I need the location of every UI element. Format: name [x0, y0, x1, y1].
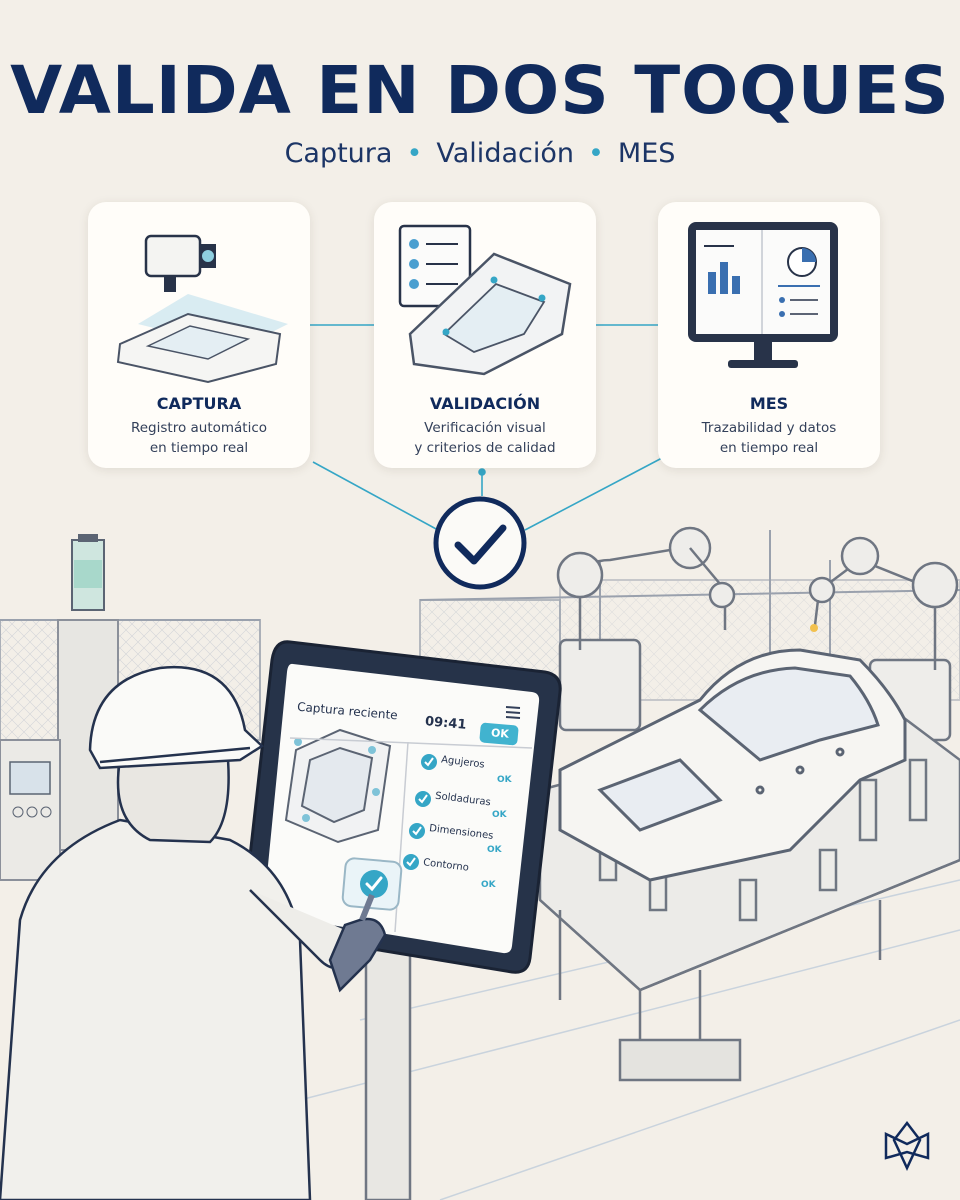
card-captura: CAPTURA Registro automático en tiempo re…: [88, 202, 310, 468]
card-validacion: VALIDACIÓN Verificación visual y criteri…: [374, 202, 596, 468]
card-description: Verificación visual y criterios de calid…: [384, 418, 586, 458]
separator-dot: •: [406, 138, 423, 169]
card-description-line: en tiempo real: [149, 440, 249, 456]
card-mes: MES Trazabilidad y datos en tiempo real: [658, 202, 880, 468]
tablet-part-image: [284, 728, 392, 844]
camera-icon: [116, 234, 288, 384]
tablet-time: 09:41: [424, 714, 467, 733]
check-item-label: Contorno: [422, 857, 470, 874]
card-description: Registro automático en tiempo real: [98, 418, 300, 458]
validated-check-icon: [433, 496, 527, 590]
checklist-icon: [398, 224, 572, 376]
check-item-status: OK: [487, 845, 502, 855]
step-label-validacion: Validación: [436, 138, 574, 169]
control-panel: [0, 739, 61, 881]
weld-spark: [810, 624, 818, 632]
card-description-line: en tiempo real: [719, 440, 819, 456]
card-description-line: Trazabilidad y datos: [701, 420, 837, 436]
card-title: CAPTURA: [156, 394, 242, 413]
card-description-line: y criterios de calidad: [414, 440, 556, 456]
tablet-title: Captura reciente: [296, 699, 399, 723]
check-item-status: OK: [492, 810, 507, 820]
tablet-stand: [364, 948, 412, 1200]
card-description: Trazabilidad y datos en tiempo real: [668, 418, 870, 458]
brand-logo: [884, 1120, 930, 1171]
tablet-confirm-button[interactable]: [341, 857, 403, 911]
card-title: MES: [749, 394, 789, 413]
welding-robot-left: [556, 526, 736, 732]
tablet-device: [242, 640, 562, 974]
check-item-status: OK: [497, 775, 512, 785]
page-title: VALIDA EN DOS TOQUES: [10, 52, 950, 129]
tablet-ok-button[interactable]: [479, 722, 519, 746]
check-item-label: Soldaduras: [434, 790, 492, 809]
check-item-label: Agujeros: [440, 754, 486, 771]
step-label-captura: Captura: [284, 138, 393, 169]
step-label-mes: MES: [617, 138, 676, 169]
car-body-frame: [558, 648, 907, 882]
card-description-line: Verificación visual: [424, 420, 546, 436]
tablet-menu-icon[interactable]: [505, 706, 521, 719]
check-item-label: Dimensiones: [428, 823, 494, 842]
tablet-ok-label[interactable]: OK: [490, 726, 510, 741]
check-item-status: OK: [481, 880, 496, 890]
monitor-icon: [688, 222, 838, 368]
page-subtitle: Captura • Validación • MES: [0, 138, 960, 169]
worker-figure: [0, 665, 387, 1200]
check-item-icons: [403, 754, 437, 870]
separator-dot: •: [587, 138, 604, 169]
card-title: VALIDACIÓN: [429, 394, 541, 413]
card-description-line: Registro automático: [130, 420, 268, 436]
